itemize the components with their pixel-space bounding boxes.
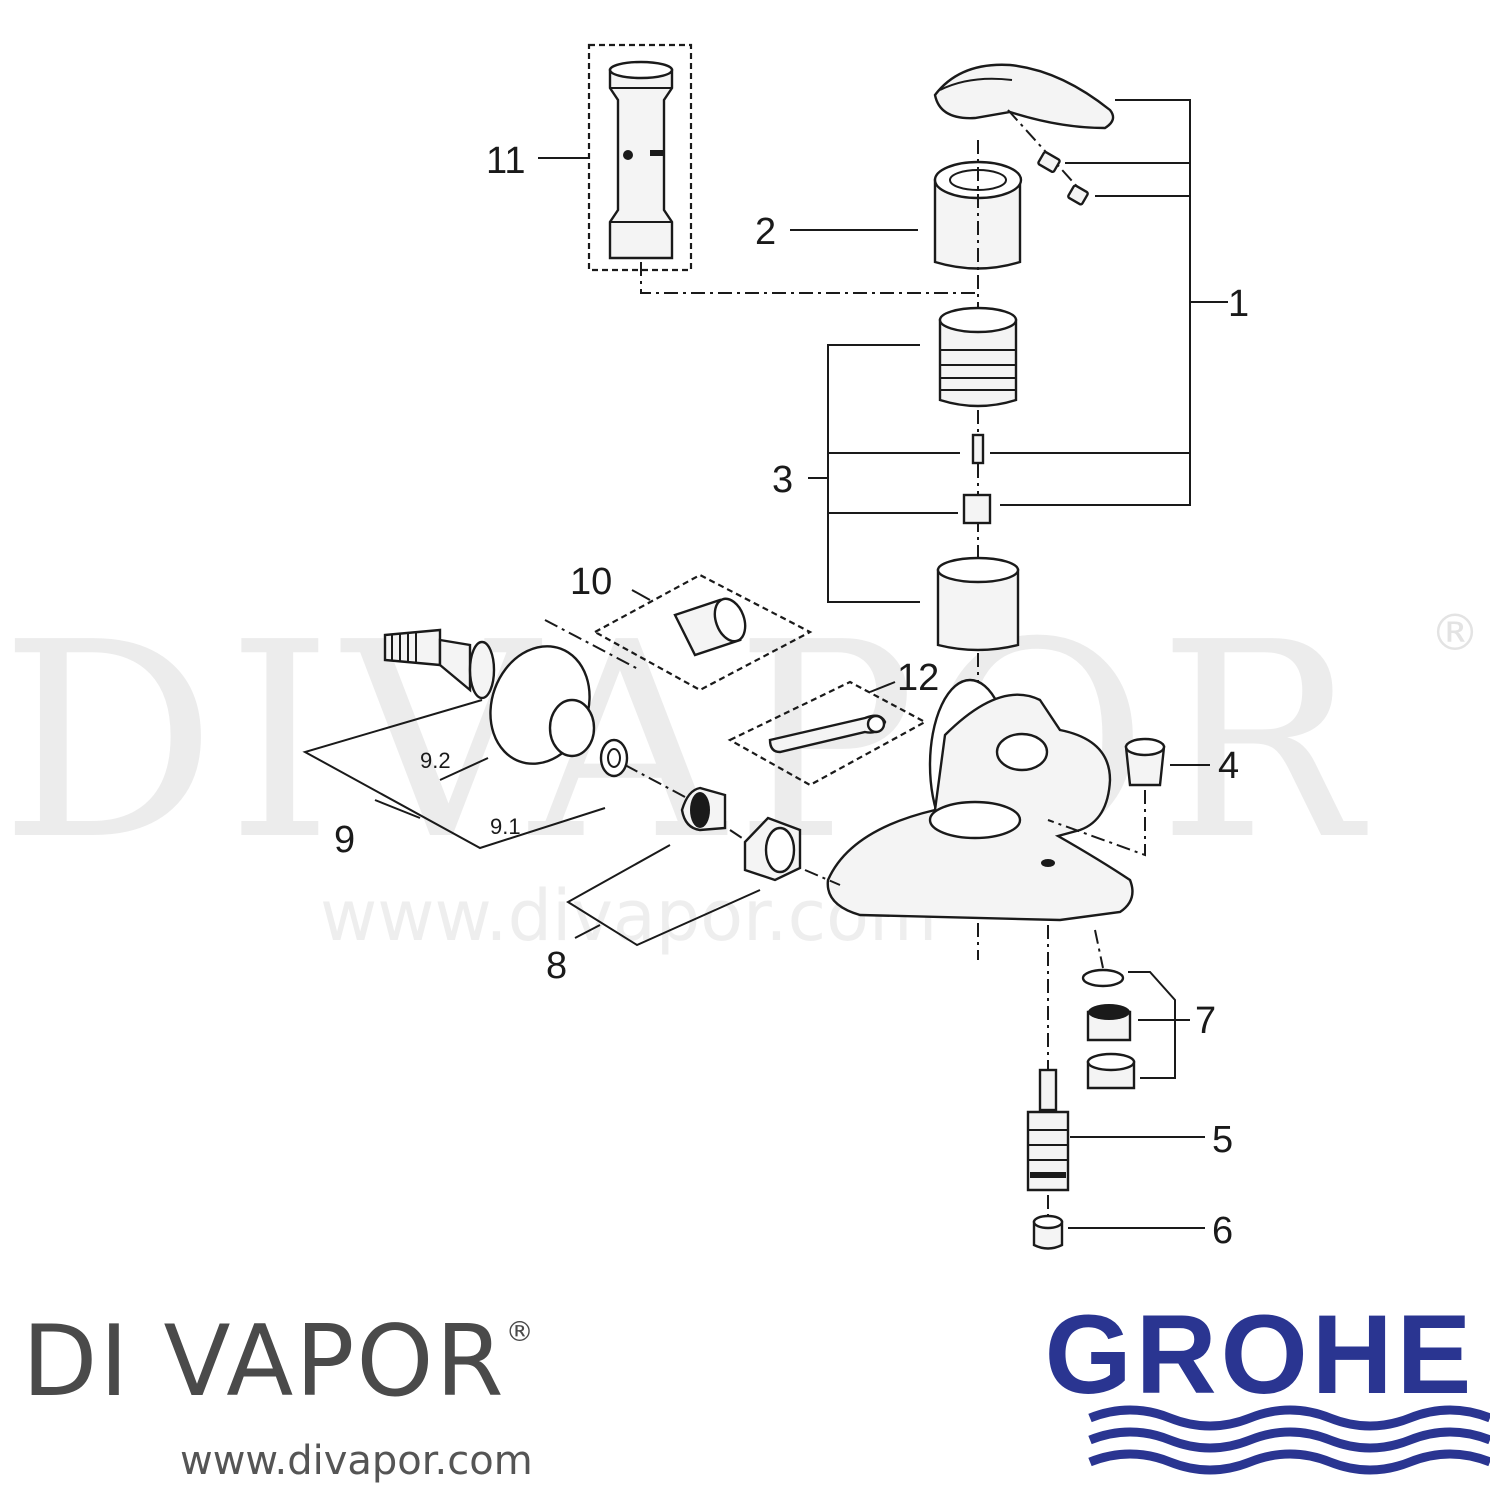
part-6-nozzle-cap bbox=[1032, 1214, 1205, 1250]
divapor-logo: DI VAPOR® bbox=[22, 1305, 536, 1419]
part-7-aerator-set bbox=[1081, 929, 1190, 1090]
callout-9-2: 9.2 bbox=[420, 748, 451, 773]
callout-6: 6 bbox=[1212, 1210, 1233, 1252]
callout-3: 3 bbox=[772, 459, 793, 501]
divapor-logo-text: DI VAPOR bbox=[22, 1305, 506, 1419]
callout-12: 12 bbox=[897, 657, 939, 699]
part-10-extension bbox=[592, 573, 813, 692]
part-3-cartridge-assembly bbox=[808, 306, 1020, 652]
callout-9-1: 9.1 bbox=[490, 814, 521, 839]
part-12-wrench bbox=[727, 680, 928, 787]
callout-1: 1 bbox=[1228, 283, 1249, 325]
part-1-lever-handle bbox=[933, 63, 1228, 506]
grohe-waves-icon bbox=[1088, 1405, 1490, 1475]
divapor-url[interactable]: www.divapor.com bbox=[180, 1438, 533, 1484]
watermark-registered-mark: ® bbox=[1430, 604, 1480, 662]
callout-11: 11 bbox=[486, 140, 525, 182]
part-4-plug-cap bbox=[1047, 737, 1210, 857]
callout-2: 2 bbox=[755, 211, 776, 253]
grohe-logo: GROHE bbox=[1030, 1290, 1490, 1480]
callout-10: 10 bbox=[570, 561, 612, 603]
callout-4: 4 bbox=[1218, 745, 1239, 787]
part-2-cover-cap bbox=[790, 160, 1023, 270]
callout-9: 9 bbox=[334, 819, 355, 861]
callout-8: 8 bbox=[546, 945, 567, 987]
grohe-logo-text: GROHE bbox=[1044, 1292, 1476, 1417]
callout-7: 7 bbox=[1195, 1000, 1216, 1042]
divapor-registered-mark: ® bbox=[505, 1315, 536, 1348]
part-9-wall-connector bbox=[302, 619, 701, 850]
part-5-diverter-cartridge bbox=[1026, 925, 1205, 1240]
part-11-extension-tube bbox=[538, 43, 693, 272]
mixer-body bbox=[826, 678, 1134, 922]
part-8-adapter-nut bbox=[566, 786, 841, 947]
callout-5: 5 bbox=[1212, 1119, 1233, 1161]
